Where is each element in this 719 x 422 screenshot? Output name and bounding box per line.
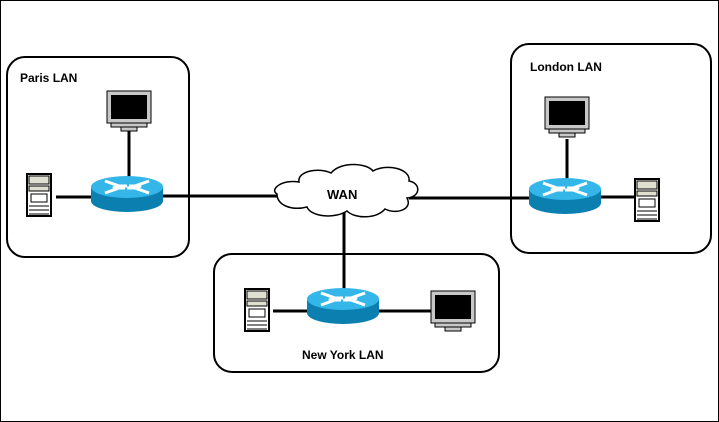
monitor-icon	[544, 96, 590, 138]
lan-box-london	[510, 43, 712, 254]
router-icon	[527, 176, 603, 216]
lan-label-london: London LAN	[530, 60, 602, 74]
cloud-icon	[274, 163, 419, 218]
monitor-icon	[430, 290, 476, 332]
server-tower-icon	[26, 173, 52, 217]
lan-box-newyork	[213, 253, 500, 373]
server-tower-icon	[634, 178, 660, 222]
links	[56, 131, 635, 313]
lan-box-paris	[6, 56, 190, 258]
wan-label: WAN	[327, 187, 358, 202]
monitor-icon	[106, 90, 152, 132]
lan-label-newyork: New York LAN	[302, 348, 384, 362]
lan-label-paris: Paris LAN	[20, 71, 78, 85]
router-icon	[89, 174, 165, 214]
router-icon	[305, 286, 381, 326]
server-tower-icon	[244, 288, 270, 332]
